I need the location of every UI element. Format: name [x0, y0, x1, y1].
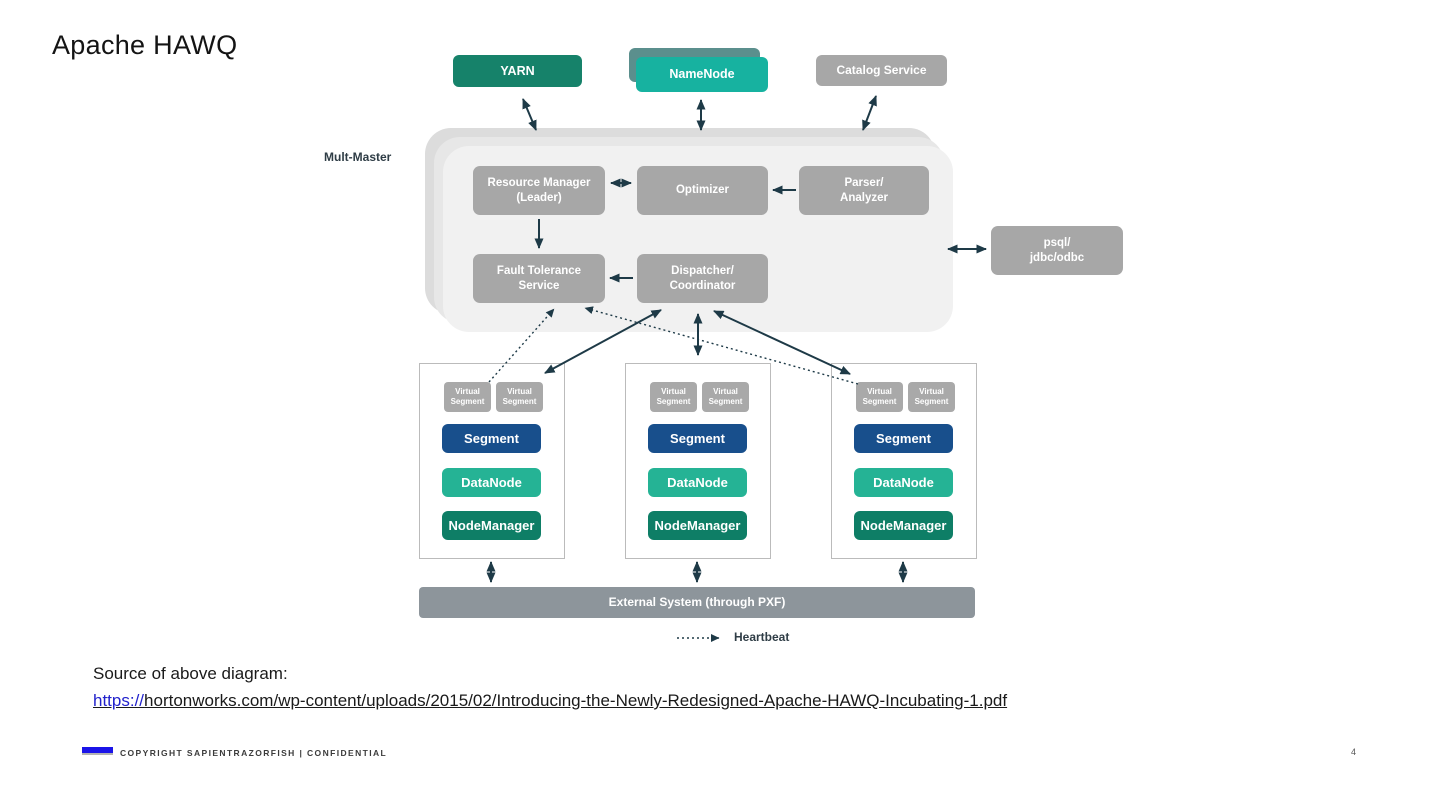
page-number: 4: [1351, 747, 1357, 757]
virtual-segment-line1: Virtual: [507, 387, 532, 397]
virtual-segment-line2: Segment: [914, 397, 949, 406]
segment-host-1: Virtual Segment Virtual Segment Segment …: [419, 363, 565, 559]
psql-line1: psql/: [1043, 236, 1071, 249]
mult-master-label: Mult-Master: [324, 150, 392, 164]
heartbeat-legend-label: Heartbeat: [734, 630, 790, 644]
fault-tolerance-service-box: Fault Tolerance Service: [473, 254, 605, 303]
segment-box: Segment: [854, 424, 953, 453]
virtual-segment-line1: Virtual: [661, 387, 686, 397]
virtual-segment-line1: Virtual: [713, 387, 738, 397]
psql-line2: jdbc/odbc: [1029, 251, 1085, 264]
segment-box: Segment: [648, 424, 747, 453]
virtual-segment-line2: Segment: [862, 397, 897, 406]
virtual-segment-line1: Virtual: [455, 387, 480, 397]
arrow-yarn-master: [522, 98, 537, 131]
resource-manager-box: Resource Manager (Leader): [473, 166, 605, 215]
segment-host-3: Virtual Segment Virtual Segment Segment …: [831, 363, 977, 559]
page-title: Apache HAWQ: [52, 30, 238, 60]
virtual-segment-line2: Segment: [708, 397, 743, 406]
yarn-box: YARN: [453, 55, 582, 87]
parser-line2: Analyzer: [840, 191, 888, 204]
virtual-segment-line1: Virtual: [867, 387, 892, 397]
nodemanager-box: NodeManager: [648, 511, 747, 540]
virtual-segment-line1: Virtual: [919, 387, 944, 397]
source-link-path: hortonworks.com/wp-content/uploads/2015/…: [144, 691, 1008, 710]
segment-box: Segment: [442, 424, 541, 453]
resource-manager-line2: (Leader): [516, 191, 562, 204]
source-link[interactable]: https://hortonworks.com/wp-content/uploa…: [93, 691, 1007, 711]
external-system-bar: External System (through PXF): [419, 587, 975, 618]
fault-tolerance-line1: Fault Tolerance: [496, 264, 582, 277]
parser-line1: Parser/: [844, 176, 884, 189]
arrow-catalog-master: [862, 95, 877, 131]
parser-analyzer-box: Parser/ Analyzer: [799, 166, 929, 215]
fault-tolerance-line2: Service: [518, 279, 560, 292]
resource-manager-line1: Resource Manager: [487, 176, 591, 189]
datanode-box: DataNode: [854, 468, 953, 497]
virtual-segment-box: Virtual Segment: [444, 382, 491, 412]
source-link-protocol: https://: [93, 691, 145, 710]
company-logo: [82, 747, 113, 755]
catalog-service-box: Catalog Service: [816, 55, 947, 86]
segment-host-2: Virtual Segment Virtual Segment Segment …: [625, 363, 771, 559]
virtual-segment-line2: Segment: [450, 397, 485, 406]
virtual-segment-box: Virtual Segment: [650, 382, 697, 412]
namenode-box: NameNode: [636, 57, 768, 92]
dispatcher-line1: Dispatcher/: [671, 264, 734, 277]
footer-copyright: COPYRIGHT SAPIENTRAZORFISH | CONFIDENTIA…: [120, 748, 388, 758]
virtual-segment-box: Virtual Segment: [908, 382, 955, 412]
datanode-box: DataNode: [442, 468, 541, 497]
source-caption: Source of above diagram:: [93, 664, 288, 683]
virtual-segment-box: Virtual Segment: [702, 382, 749, 412]
psql-jdbc-odbc-box: psql/ jdbc/odbc: [991, 226, 1123, 275]
dispatcher-coordinator-box: Dispatcher/ Coordinator: [637, 254, 768, 303]
virtual-segment-box: Virtual Segment: [856, 382, 903, 412]
virtual-segment-line2: Segment: [656, 397, 691, 406]
optimizer-box: Optimizer: [637, 166, 768, 215]
nodemanager-box: NodeManager: [854, 511, 953, 540]
datanode-box: DataNode: [648, 468, 747, 497]
virtual-segment-box: Virtual Segment: [496, 382, 543, 412]
nodemanager-box: NodeManager: [442, 511, 541, 540]
dispatcher-line2: Coordinator: [669, 279, 736, 292]
virtual-segment-line2: Segment: [502, 397, 537, 406]
